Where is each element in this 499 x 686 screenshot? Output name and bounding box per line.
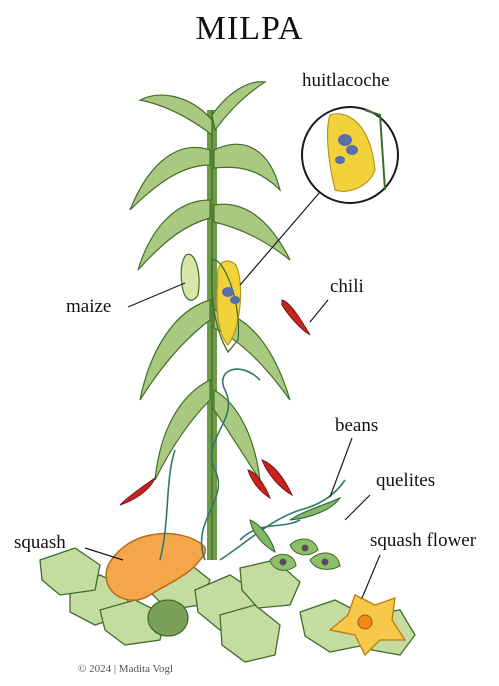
squash-label: squash: [14, 532, 66, 554]
maize-small-cob: [181, 254, 199, 300]
quelites-label: quelites: [376, 470, 435, 492]
quelites-plants: [270, 539, 340, 570]
chili-label: chili: [330, 276, 364, 298]
beans-label: beans: [335, 415, 378, 437]
huitlacoche-label: huitlacoche: [302, 70, 390, 92]
copyright-credit: © 2024 | Madita Vogl: [78, 663, 173, 675]
squash-flower-label: squash flower: [370, 530, 476, 552]
huitlacoche-zoom: [240, 107, 398, 285]
small-gourd: [148, 600, 188, 636]
maize-label: maize: [66, 296, 111, 318]
